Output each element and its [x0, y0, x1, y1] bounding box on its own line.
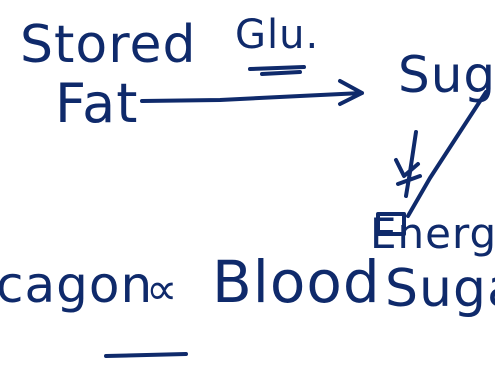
label-blood: Blood	[212, 248, 381, 316]
label-fat: Fat	[55, 72, 138, 135]
arrow-down-scribble	[394, 130, 422, 198]
energy-box-scribble	[376, 212, 406, 236]
label-sugar-top: Suga	[398, 46, 495, 104]
diagonal-sugar-to-energy	[406, 90, 488, 218]
glucagon-underline	[104, 352, 188, 358]
label-stored: Stored	[20, 15, 196, 75]
label-glu: Glu.	[235, 12, 319, 58]
arrow-fat-to-sugar	[140, 79, 364, 106]
label-glucagon: cagon	[0, 256, 153, 314]
relation-symbol: ∝	[146, 264, 178, 315]
glu-underline	[248, 65, 306, 76]
label-sugar-bottom: Suga	[385, 259, 495, 319]
